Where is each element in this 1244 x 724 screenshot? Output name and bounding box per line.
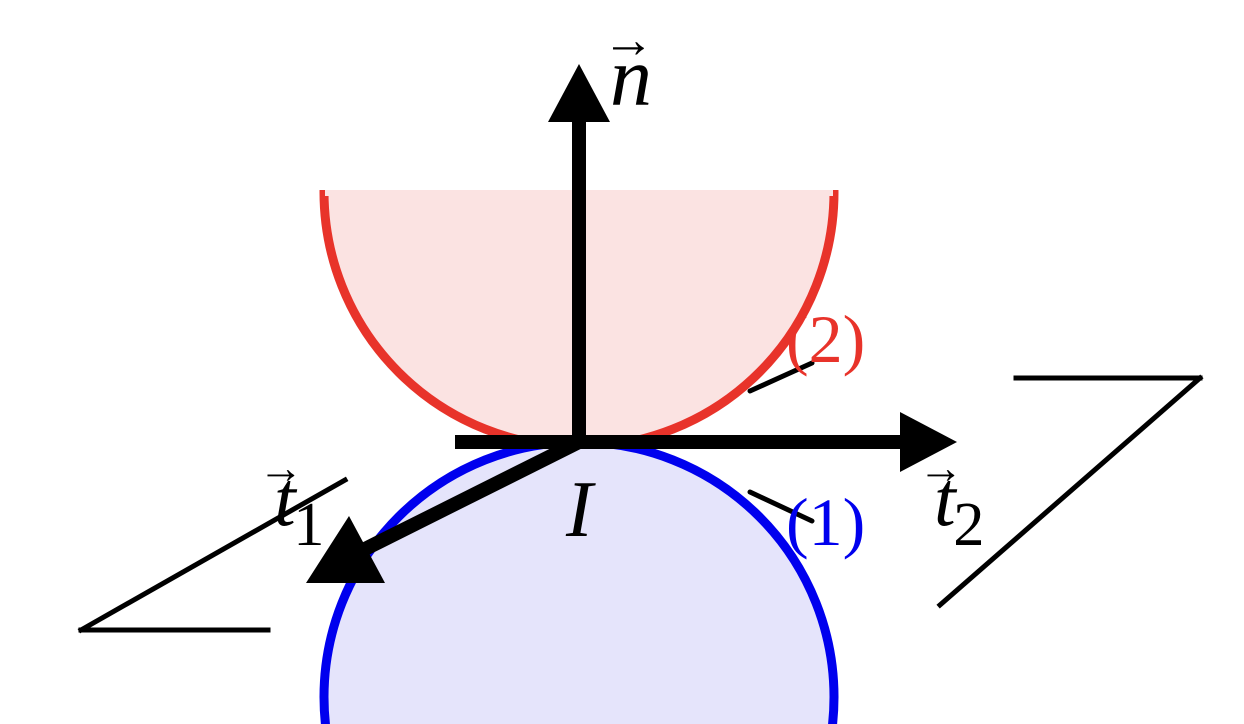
tangent2-vector-label: → t 2: [918, 446, 985, 559]
tangent2-axis-arrow: [455, 412, 957, 472]
tangent1-subscript: 1: [293, 489, 325, 559]
tangent1-vector-symbol: t: [274, 455, 296, 542]
body2-label: (2): [786, 301, 866, 377]
tangent2-vector-symbol: t: [934, 455, 956, 542]
tangent2-subscript: 2: [953, 489, 985, 559]
leader-line-body2: [747, 360, 815, 394]
contact-point-label: I: [566, 466, 593, 554]
vector-arrow-accent-n: →: [602, 12, 655, 70]
normal-vector-label: → n: [602, 15, 654, 120]
normal-vector-symbol: n: [610, 31, 652, 124]
body1-label: (1): [786, 484, 866, 560]
vector-arrow-accent-t2: →: [918, 443, 964, 494]
body2-top-mask: [0, 0, 1244, 190]
tangent1-axis-arrow: [306, 435, 583, 583]
normal-axis-arrow: [548, 64, 610, 448]
tangent1-vector-label: → t 1: [258, 446, 325, 559]
leader-line-body1: [747, 489, 815, 524]
left-ground-triangle: [77, 476, 349, 634]
vector-arrow-accent-t1: →: [258, 443, 304, 494]
right-ground-triangle: [936, 374, 1204, 609]
